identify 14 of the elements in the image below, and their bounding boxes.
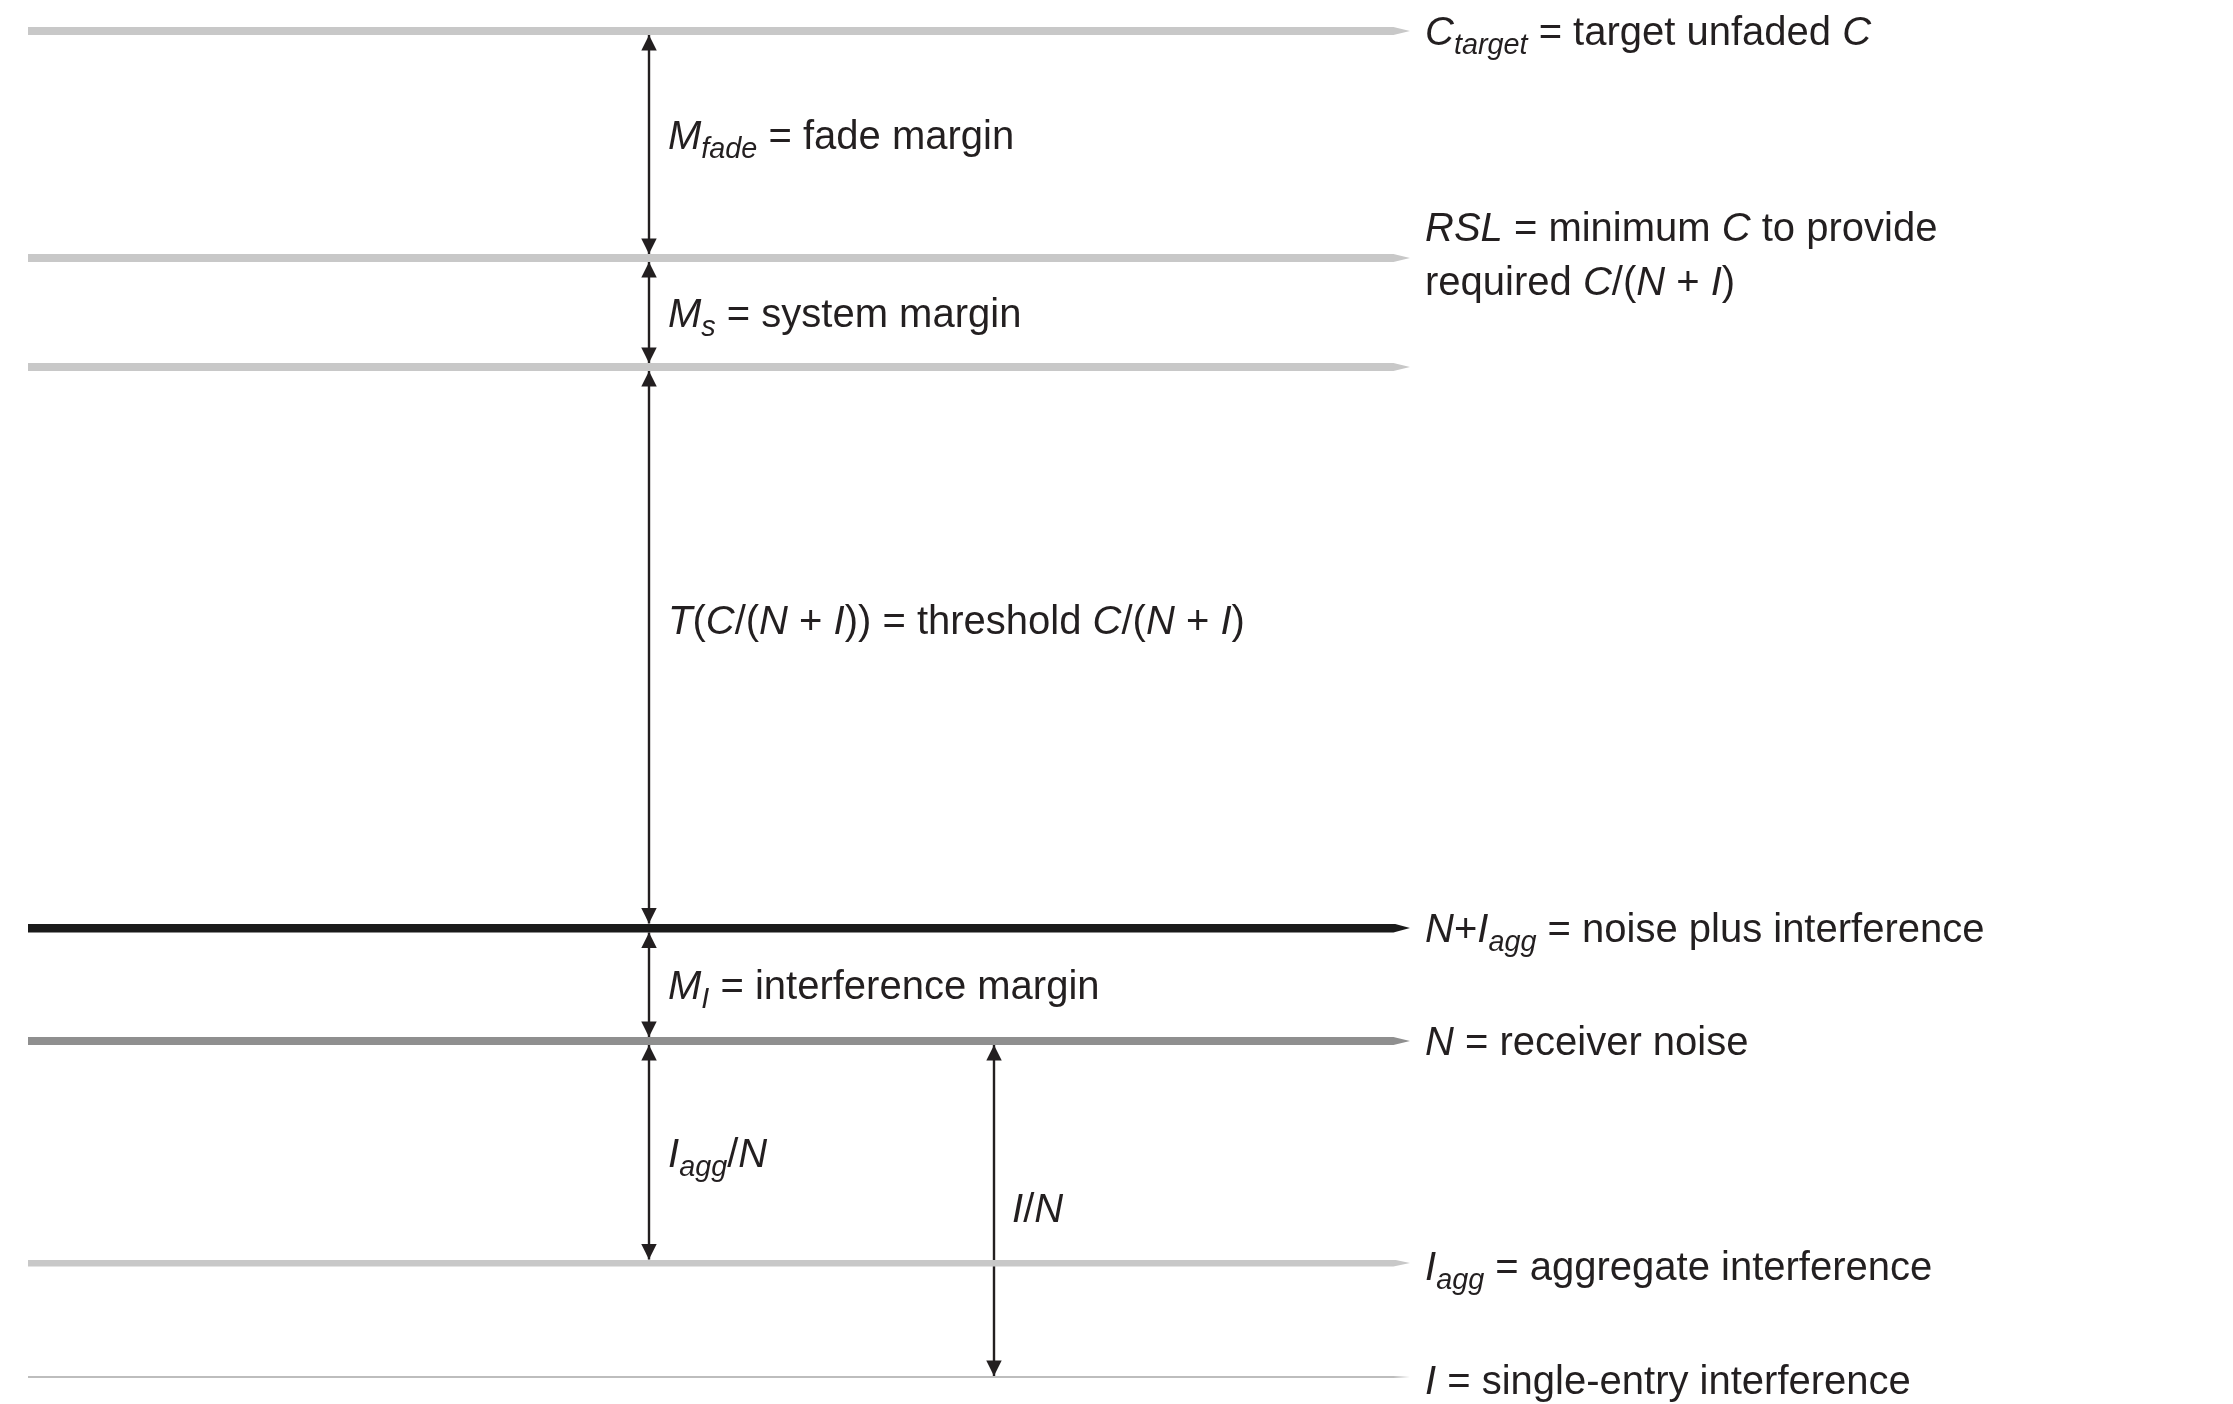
edge-label: M$_{I}$ = interference margin — [668, 962, 1100, 1010]
level-label: N = receiver noise — [1425, 1018, 1749, 1065]
level-label: I = single-entry interference — [1425, 1357, 1911, 1404]
edge-label: T(C/(N + I)) = threshold C/(N + I) — [668, 597, 1245, 644]
level-label: RSL = minimum C to provide required C/(N + I) — [1425, 204, 1939, 305]
double-arrow — [986, 1045, 1002, 1376]
double-arrow — [641, 371, 657, 924]
double-arrow — [641, 262, 657, 363]
edge-label: M$_{s}$ = system margin — [668, 290, 1022, 338]
double-arrow — [641, 1045, 657, 1260]
double-arrow — [641, 932, 657, 1037]
edge-label: M$_{fade}$ = fade margin — [668, 112, 1015, 160]
double-arrow — [641, 35, 657, 254]
edge-label: I/N — [1012, 1185, 1064, 1232]
